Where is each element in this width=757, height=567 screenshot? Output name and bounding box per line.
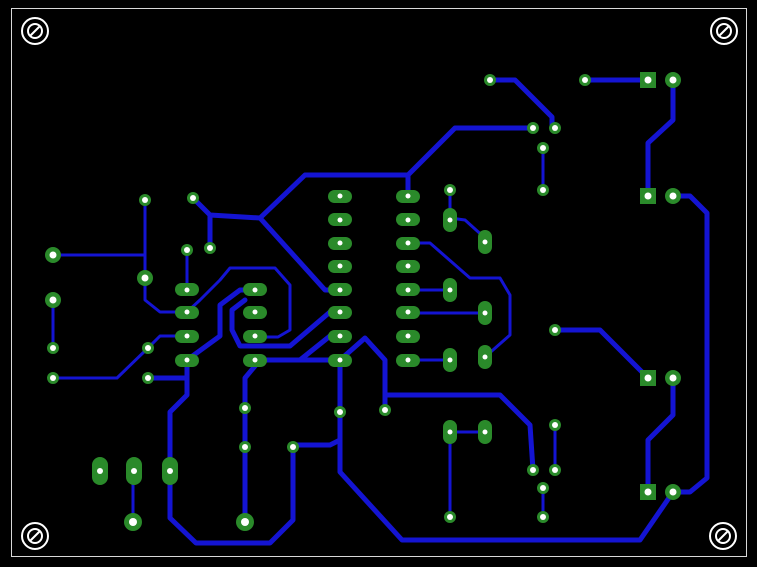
pad (665, 484, 681, 500)
pad (142, 372, 154, 384)
ic-pad (396, 330, 420, 343)
pad (137, 270, 153, 286)
ic-pad (243, 354, 267, 367)
mounting-hole-top-right (710, 17, 738, 45)
ic-pad (396, 354, 420, 367)
ic-pad (175, 306, 199, 319)
ic-pad (175, 330, 199, 343)
pad (549, 324, 561, 336)
board-outline (11, 8, 747, 557)
pad (45, 292, 61, 308)
ic-pad (328, 237, 352, 250)
ic-pad (328, 213, 352, 226)
trace (487, 77, 555, 131)
ic-pad (328, 190, 352, 203)
pad (45, 247, 61, 263)
pad (334, 406, 346, 418)
pad (187, 192, 199, 204)
trace (552, 327, 651, 381)
pad (239, 402, 251, 414)
square-pad (640, 370, 656, 386)
pad (484, 74, 496, 86)
oval-pad (478, 345, 492, 369)
pad (444, 184, 456, 196)
pad (287, 441, 299, 453)
ic-pad (243, 330, 267, 343)
pad (549, 122, 561, 134)
square-pad (640, 188, 656, 204)
square-pad (640, 72, 656, 88)
pad (527, 464, 539, 476)
trace (143, 253, 292, 339)
oval-pad (443, 420, 457, 444)
trace (448, 188, 487, 240)
pad (665, 72, 681, 88)
pad (549, 419, 561, 431)
pad (239, 441, 251, 453)
pad (204, 242, 216, 254)
pad (236, 513, 254, 531)
pad-layer (45, 72, 681, 531)
pad (527, 122, 539, 134)
ic-pad (243, 306, 267, 319)
ic-pad (396, 213, 420, 226)
oval-pad (92, 457, 108, 485)
ic-pad (396, 237, 420, 250)
ic-pad (396, 260, 420, 273)
ic-pad (175, 283, 199, 296)
ic-pad (243, 283, 267, 296)
oval-pad (443, 348, 457, 372)
pad (47, 342, 59, 354)
mounting-hole-bottom-left (21, 522, 49, 550)
square-pad (640, 484, 656, 500)
ic-pad (396, 190, 420, 203)
oval-pad (443, 278, 457, 302)
oval-pad (443, 208, 457, 232)
trace (645, 77, 676, 199)
ic-pad (328, 354, 352, 367)
pad (579, 74, 591, 86)
ic-pad (328, 330, 352, 343)
ic-pad (328, 306, 352, 319)
trace (337, 335, 536, 473)
pad (549, 464, 561, 476)
mounting-hole-top-left (21, 17, 49, 45)
mounting-hole-bottom-right (709, 522, 737, 550)
oval-pad (478, 301, 492, 325)
pad (665, 188, 681, 204)
pad (537, 142, 549, 154)
trace (257, 125, 536, 221)
trace (51, 334, 189, 380)
ic-pad (175, 354, 199, 367)
oval-pad (478, 230, 492, 254)
pad (47, 372, 59, 384)
trace (51, 198, 147, 257)
trace-layer (51, 77, 710, 546)
pad (537, 482, 549, 494)
pad (142, 342, 154, 354)
ic-pad (328, 283, 352, 296)
pad (665, 370, 681, 386)
trace (167, 357, 676, 546)
pad (139, 194, 151, 206)
pad (444, 511, 456, 523)
trace (670, 193, 710, 495)
pad (379, 404, 391, 416)
ic-pad (396, 283, 420, 296)
oval-pad (126, 457, 142, 485)
ic-pad (396, 306, 420, 319)
pad (537, 511, 549, 523)
pad (537, 184, 549, 196)
ic-pad (328, 260, 352, 273)
pad (181, 244, 193, 256)
oval-pad (162, 457, 178, 485)
trace (406, 241, 512, 359)
pad (124, 513, 142, 531)
oval-pad (478, 420, 492, 444)
trace (645, 375, 676, 495)
